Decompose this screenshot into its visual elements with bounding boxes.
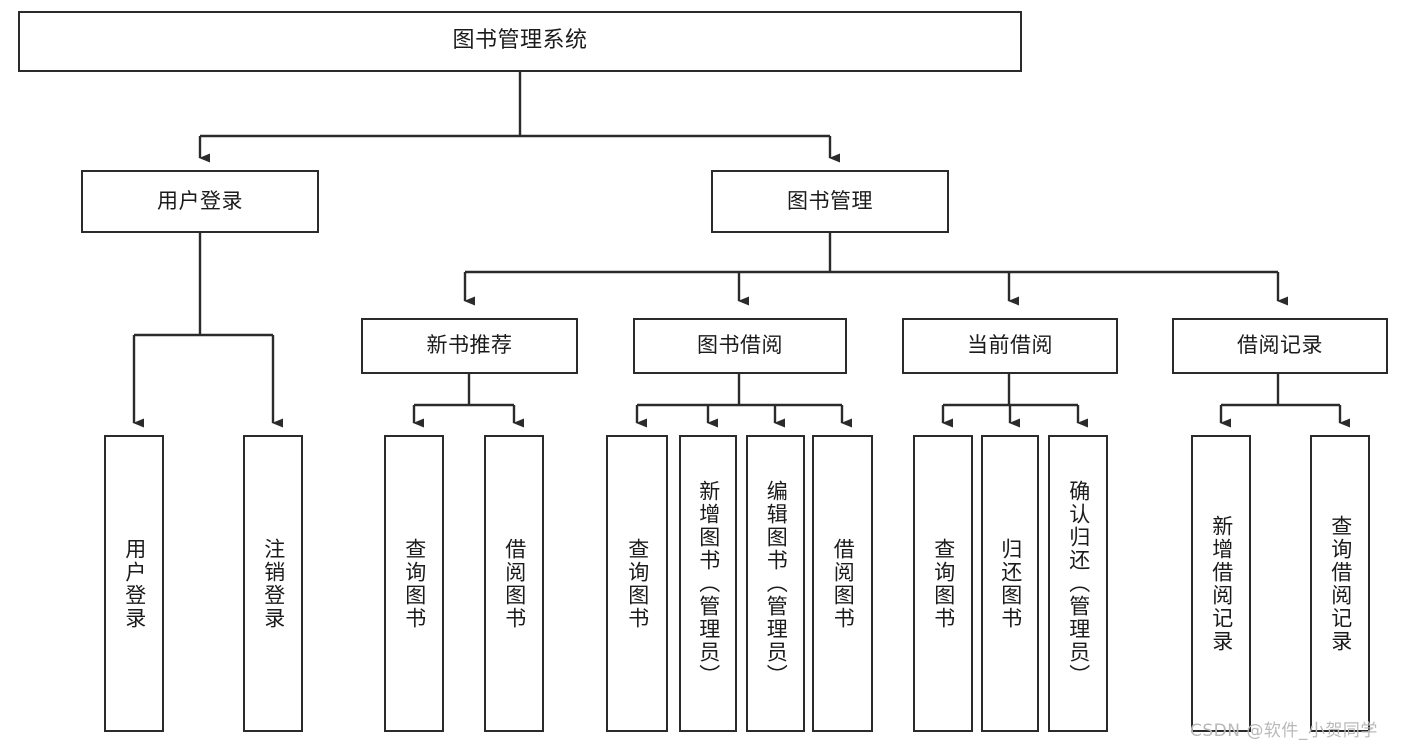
leaf-borrow-add-book-admin-label: 新增图书（管理员） <box>696 480 721 687</box>
leaf-current-confirm-return-admin-label: 确认归还（管理员） <box>1066 480 1091 687</box>
node-borrow-record[interactable]: 借阅记录 <box>1172 318 1388 374</box>
leaf-record-query-record-label: 查询借阅记录 <box>1328 514 1353 653</box>
leaf-current-return-book[interactable]: 归还图书 <box>981 435 1039 732</box>
leaf-borrow-edit-book-admin[interactable]: 编辑图书（管理员） <box>746 435 805 732</box>
node-new-book-recommend[interactable]: 新书推荐 <box>361 318 578 374</box>
leaf-borrow-query-book[interactable]: 查询图书 <box>606 435 668 732</box>
leaf-current-query-book-label: 查询图书 <box>931 537 956 630</box>
node-root-system[interactable]: 图书管理系统 <box>18 11 1022 72</box>
leaf-borrow-add-book-admin[interactable]: 新增图书（管理员） <box>679 435 737 732</box>
node-current-borrow[interactable]: 当前借阅 <box>902 318 1118 374</box>
node-user-login-label: 用户登录 <box>157 188 243 213</box>
leaf-logout-label: 注销登录 <box>261 537 286 630</box>
leaf-record-add-record[interactable]: 新增借阅记录 <box>1191 435 1251 732</box>
leaf-recommend-borrow-book-label: 借阅图书 <box>502 537 527 630</box>
node-book-management-label: 图书管理 <box>787 188 873 213</box>
leaf-logout[interactable]: 注销登录 <box>243 435 303 732</box>
node-borrow-record-label: 借阅记录 <box>1237 333 1323 358</box>
node-root-label: 图书管理系统 <box>452 28 588 54</box>
leaf-borrow-borrow-book[interactable]: 借阅图书 <box>812 435 873 732</box>
csdn-watermark-text: CSDN @软件_小贺同学 <box>1190 721 1378 741</box>
leaf-record-add-record-label: 新增借阅记录 <box>1209 514 1234 653</box>
leaf-borrow-borrow-book-label: 借阅图书 <box>831 537 856 630</box>
node-book-borrow-label: 图书借阅 <box>697 333 783 358</box>
leaf-recommend-query-book-label: 查询图书 <box>402 537 427 630</box>
node-book-management[interactable]: 图书管理 <box>711 170 949 233</box>
leaf-recommend-query-book[interactable]: 查询图书 <box>384 435 444 732</box>
leaf-user-login[interactable]: 用户登录 <box>104 435 164 732</box>
leaf-borrow-edit-book-admin-label: 编辑图书（管理员） <box>764 480 789 687</box>
leaf-record-query-record[interactable]: 查询借阅记录 <box>1310 435 1370 732</box>
leaf-current-return-book-label: 归还图书 <box>998 537 1023 630</box>
leaf-recommend-borrow-book[interactable]: 借阅图书 <box>484 435 544 732</box>
csdn-watermark: CSDN @软件_小贺同学 <box>1190 716 1378 741</box>
leaf-user-login-label: 用户登录 <box>122 537 147 630</box>
node-current-borrow-label: 当前借阅 <box>967 333 1053 358</box>
leaf-borrow-query-book-label: 查询图书 <box>625 537 650 630</box>
node-user-login[interactable]: 用户登录 <box>81 170 319 233</box>
node-book-borrow[interactable]: 图书借阅 <box>633 318 847 374</box>
leaf-current-query-book[interactable]: 查询图书 <box>913 435 973 732</box>
leaf-current-confirm-return-admin[interactable]: 确认归还（管理员） <box>1048 435 1108 732</box>
node-new-book-recommend-label: 新书推荐 <box>426 333 513 358</box>
